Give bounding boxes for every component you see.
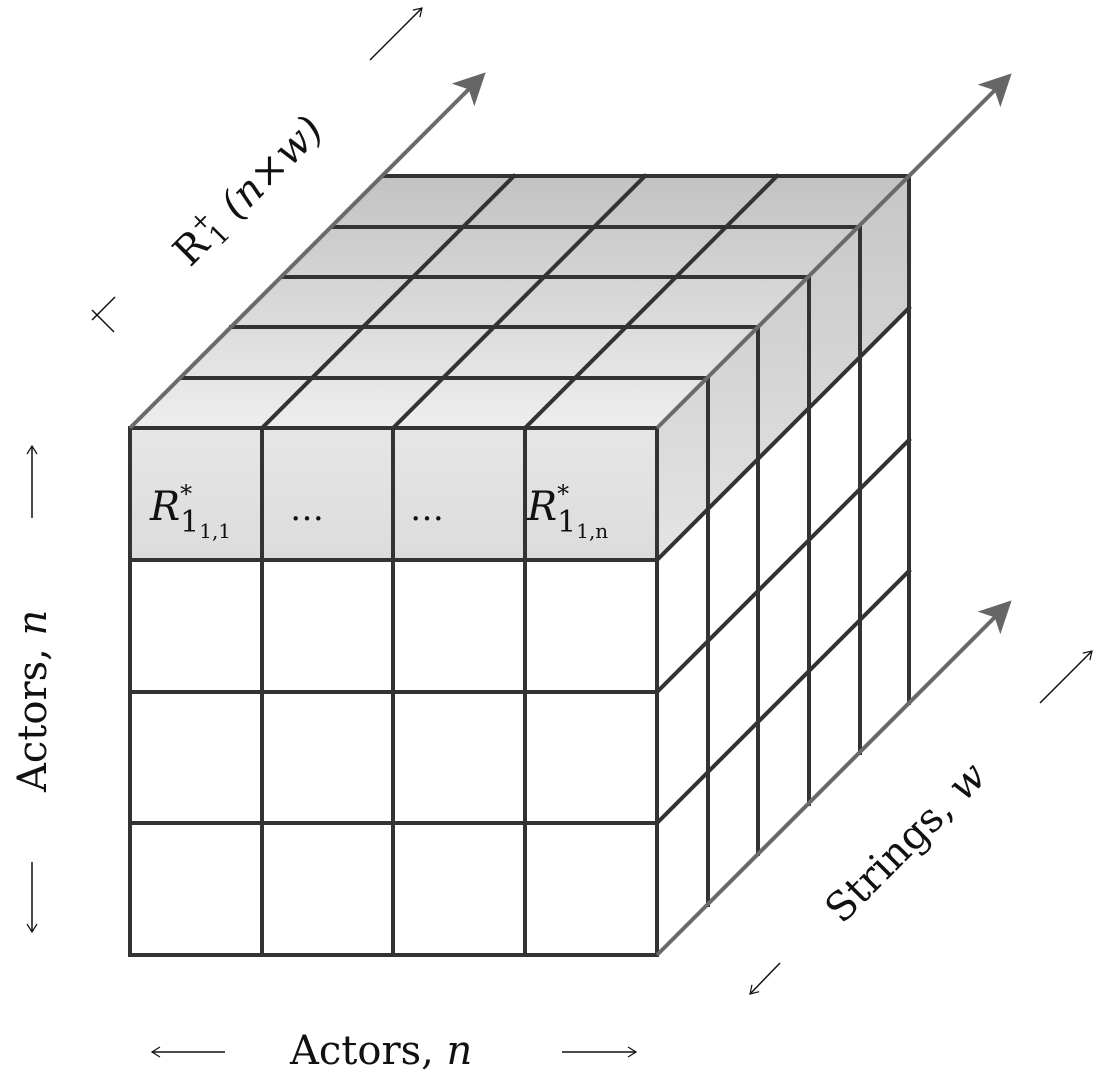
svg-text:R*11,1: R*11,1	[149, 480, 231, 543]
cell-1-sup: *	[180, 480, 192, 508]
cell-n-subsub: 1,n	[576, 519, 608, 543]
top-in-bar-icon	[91, 296, 116, 321]
top-slice-dims: (n×w)	[212, 107, 333, 228]
cell-n-sub: 1	[557, 505, 576, 540]
svg-text:Strings, w: Strings, w	[817, 753, 996, 932]
cell-n-base: R	[526, 484, 557, 530]
depth-in-arrow-icon	[749, 962, 781, 995]
left-axis-var: n	[10, 610, 56, 636]
svg-text:Actors, n: Actors, n	[289, 1028, 472, 1074]
top-right-edge-arrow	[655, 73, 1012, 430]
axis-arrows	[128, 72, 1012, 957]
top-out-arrow-icon	[369, 7, 423, 61]
depth-axis-label: Strings,	[817, 777, 972, 932]
left-axis: Actors, n	[10, 444, 56, 934]
cell-1-subsub: 1,1	[199, 519, 231, 543]
bottom-axis: Actors, n	[150, 1028, 638, 1074]
grid-lines	[128, 173, 912, 957]
cell-1-sub: 1	[180, 505, 199, 540]
cell-2-ellipsis: …	[290, 489, 324, 529]
depth-out-arrow-icon	[1039, 650, 1093, 704]
right-slice-row	[657, 176, 909, 560]
svg-text:R*11,n: R*11,n	[526, 480, 608, 543]
cell-3-ellipsis: …	[410, 489, 444, 529]
bottom-axis-label: Actors,	[289, 1028, 447, 1074]
bottom-axis-var: n	[447, 1028, 473, 1074]
bottom-right-edge-arrow	[655, 600, 1012, 957]
top-in-tick-icon	[91, 309, 115, 333]
svg-text:Actors, n: Actors, n	[10, 610, 56, 793]
cell-labels: R*11,1 … … R*11,n	[149, 480, 608, 543]
top-left-edge-arrow	[128, 72, 486, 430]
cell-1-base: R	[149, 484, 180, 530]
cell-n-sup: *	[557, 480, 569, 508]
left-axis-label: Actors,	[10, 635, 56, 793]
